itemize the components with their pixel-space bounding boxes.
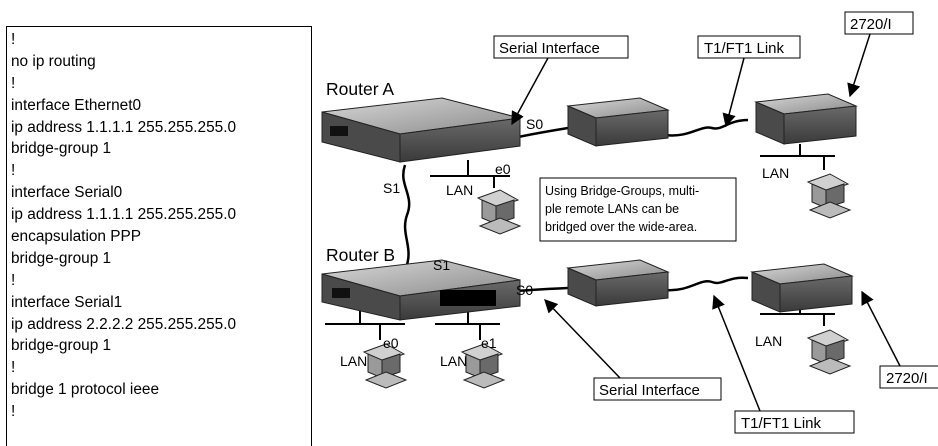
lan-top-remote-label: LAN	[762, 165, 789, 181]
config-line: bridge 1 protocol ieee	[11, 381, 160, 399]
lan-bottom-remote-label: LAN	[755, 333, 782, 349]
config-line: ip address 1.1.1.1 255.255.255.0	[11, 206, 237, 224]
lan-segments	[325, 144, 835, 340]
config-line: !	[11, 31, 16, 48]
callout-t1-link-bottom: T1/FT1 Link	[741, 415, 822, 432]
callout-serial-interface-bottom: Serial Interface	[599, 382, 700, 399]
port-s1-b: S1	[433, 257, 450, 273]
config-line: !	[11, 162, 16, 180]
config-line: !	[11, 74, 16, 92]
config-line: bridge-group 1	[11, 337, 112, 355]
config-line: !	[11, 271, 16, 289]
lan-b-left-label: LAN	[340, 353, 367, 369]
callout-box	[844, 11, 914, 35]
callout-t1-link-top: T1/FT1 Link	[704, 40, 785, 57]
config-line: interface Ethernet0	[11, 96, 142, 114]
port-e0-b: e0	[383, 335, 399, 351]
callout-box	[593, 377, 722, 401]
port-e0-a: e0	[495, 161, 511, 177]
port-s0-a: S0	[526, 116, 543, 132]
s1-cable	[402, 164, 411, 271]
modem-b-remote	[750, 263, 854, 313]
callout-box	[493, 35, 629, 59]
router-b-device	[321, 259, 521, 321]
modem-a-remote	[754, 93, 858, 145]
lan-a-label: LAN	[446, 182, 473, 198]
callout-serial-interface-top: Serial Interface	[499, 40, 600, 57]
config-listing: ! no ip routing! interface Ethernet0 ip add…	[6, 26, 312, 446]
port-s1-a: S1	[383, 180, 400, 196]
config-line: encapsulation PPP	[11, 228, 142, 246]
port-s0-b: S0	[516, 282, 533, 298]
workstation-icon	[362, 173, 852, 389]
router-a-label: Router A	[326, 79, 394, 99]
config-line: ip address 1.1.1.1 255.255.255.0	[11, 118, 237, 136]
callout-box	[879, 365, 938, 389]
callout-2720-top: 2720/I	[850, 16, 892, 33]
note-line-1: Using Bridge-Groups, multi-	[545, 184, 699, 198]
config-line: !	[11, 359, 16, 377]
note-line-2: ple remote LANs can be	[545, 202, 679, 216]
config-line: ip address 2.2.2.2 255.255.255.0	[11, 315, 237, 333]
config-line: bridge-group 1	[11, 140, 112, 158]
config-line: interface Serial1	[11, 293, 123, 311]
t1-link-bottom	[664, 276, 749, 292]
callout-2720-bottom: 2720/I	[886, 370, 928, 387]
router-b-label: Router B	[326, 245, 395, 265]
config-line: interface Serial0	[11, 184, 123, 202]
config-line: !	[11, 403, 16, 421]
callout-box	[734, 410, 855, 434]
config-line: no ip routing	[11, 52, 96, 70]
port-e1-b: e1	[481, 335, 497, 351]
callout-box	[697, 35, 801, 59]
router-a-device	[321, 97, 521, 163]
modem-b-local	[566, 259, 670, 307]
note-box	[539, 177, 737, 242]
config-line: bridge-group 1	[11, 249, 112, 267]
modem-a-local	[566, 97, 670, 147]
note-line-3: bridged over the wide-area.	[545, 220, 697, 234]
lan-b-right-label: LAN	[440, 353, 467, 369]
t1-link-top	[664, 118, 749, 137]
